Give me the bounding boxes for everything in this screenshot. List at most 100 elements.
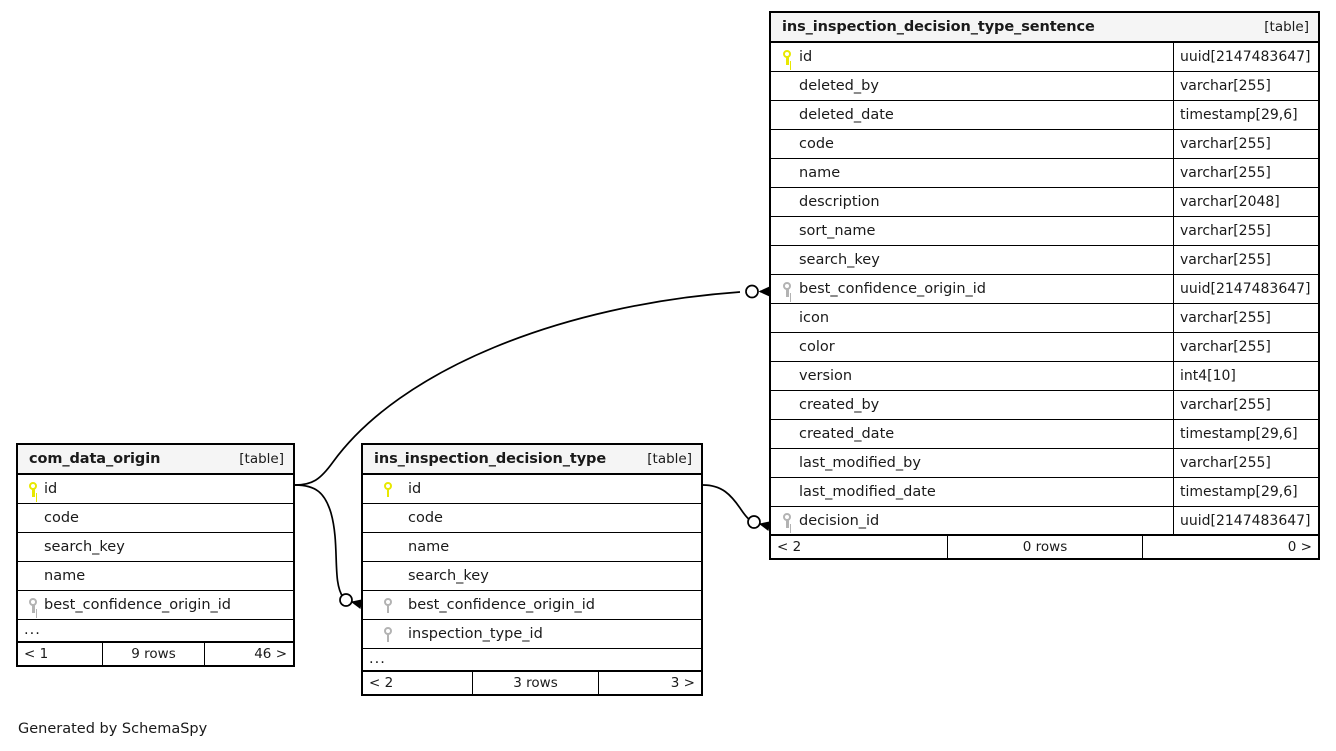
column-type: varchar[255] <box>1173 159 1318 187</box>
column-name: sort_name <box>799 223 876 239</box>
edge-origin-id-to-decision-type-best-confidence-origin-id <box>294 484 363 609</box>
column-type: varchar[255] <box>1173 72 1318 100</box>
column-name-cell: deleted_by <box>771 72 1173 100</box>
column-type: uuid[2147483647] <box>1173 275 1318 303</box>
column-type: varchar[255] <box>1173 391 1318 419</box>
table-row[interactable]: best_confidence_origin_id <box>18 591 293 620</box>
column-type: varchar[255] <box>1173 217 1318 245</box>
column-name-cell: best_confidence_origin_id <box>18 591 293 619</box>
column-name: id <box>44 481 58 497</box>
table-row[interactable]: deleted_date timestamp[29,6] <box>771 101 1318 130</box>
footer-prev-link[interactable]: < 2 <box>777 539 802 555</box>
edge-endpoint-circle <box>745 284 759 299</box>
column-name-cell: id <box>18 475 293 503</box>
table-row[interactable]: search_key <box>18 533 293 562</box>
column-name: search_key <box>799 252 880 268</box>
column-name-cell: best_confidence_origin_id <box>363 591 701 619</box>
column-name-cell: description <box>771 188 1173 216</box>
column-name-cell: id <box>363 475 701 503</box>
footer-row-count: 9 rows <box>102 643 205 665</box>
column-name: id <box>408 481 422 497</box>
column-name-cell: code <box>18 504 293 532</box>
table-row[interactable]: best_confidence_origin_id <box>363 591 701 620</box>
column-name: last_modified_by <box>799 455 921 471</box>
table-title: com_data_origin <box>29 451 161 467</box>
column-name: description <box>799 194 880 210</box>
table-row[interactable]: version int4[10] <box>771 362 1318 391</box>
table-column-list: id uuid[2147483647] deleted_by varchar[2… <box>771 43 1318 536</box>
column-name: deleted_date <box>799 107 894 123</box>
column-name-cell: inspection_type_id <box>363 620 701 648</box>
column-type: varchar[255] <box>1173 304 1318 332</box>
table-row[interactable]: code <box>18 504 293 533</box>
table-ins-inspection-decision-type[interactable]: ins_inspection_decision_type [table] id … <box>361 443 703 696</box>
table-kind-label: [table] <box>239 451 284 467</box>
table-row[interactable]: color varchar[255] <box>771 333 1318 362</box>
generated-by-credit: Generated by SchemaSpy <box>18 721 208 737</box>
column-type: uuid[2147483647] <box>1173 507 1318 534</box>
column-name: search_key <box>44 539 125 555</box>
more-columns-ellipsis: ... <box>18 620 293 643</box>
table-com-data-origin[interactable]: com_data_origin [table] id code search <box>16 443 295 667</box>
table-ins-inspection-decision-type-sentence[interactable]: ins_inspection_decision_type_sentence [t… <box>769 11 1320 560</box>
table-row[interactable]: name varchar[255] <box>771 159 1318 188</box>
column-name: id <box>799 49 813 65</box>
column-name-cell: last_modified_by <box>771 449 1173 477</box>
column-name-cell: decision_id <box>771 507 1173 534</box>
footer-next-link[interactable]: 46 > <box>254 646 287 662</box>
table-row[interactable]: last_modified_date timestamp[29,6] <box>771 478 1318 507</box>
table-row[interactable]: best_confidence_origin_id uuid[214748364… <box>771 275 1318 304</box>
table-header: com_data_origin [table] <box>18 445 293 475</box>
column-name-cell: name <box>771 159 1173 187</box>
edge-decision-type-id-to-sentence-decision-id <box>702 484 771 531</box>
table-footer: < 1 9 rows 46 > <box>18 643 293 665</box>
column-type: varchar[255] <box>1173 449 1318 477</box>
table-row[interactable]: sort_name varchar[255] <box>771 217 1318 246</box>
table-row[interactable]: id <box>363 475 701 504</box>
table-row[interactable]: search_key <box>363 562 701 591</box>
column-type: timestamp[29,6] <box>1173 478 1318 506</box>
table-row[interactable]: created_date timestamp[29,6] <box>771 420 1318 449</box>
table-row[interactable]: decision_id uuid[2147483647] <box>771 507 1318 536</box>
column-name-cell: name <box>18 562 293 590</box>
table-footer: < 2 3 rows 3 > <box>363 672 701 694</box>
footer-prev-link[interactable]: < 1 <box>24 646 49 662</box>
column-name: best_confidence_origin_id <box>799 281 987 297</box>
table-title: ins_inspection_decision_type <box>374 451 607 467</box>
column-name-cell: created_by <box>771 391 1173 419</box>
column-name: version <box>799 368 853 384</box>
table-row[interactable]: description varchar[2048] <box>771 188 1318 217</box>
column-name-cell: code <box>363 504 701 532</box>
footer-row-count: 0 rows <box>947 536 1143 558</box>
column-name-cell: best_confidence_origin_id <box>771 275 1173 303</box>
table-row[interactable]: icon varchar[255] <box>771 304 1318 333</box>
column-name-cell: sort_name <box>771 217 1173 245</box>
table-row[interactable]: name <box>363 533 701 562</box>
table-header: ins_inspection_decision_type [table] <box>363 445 701 475</box>
column-name: deleted_by <box>799 78 879 94</box>
column-type: timestamp[29,6] <box>1173 420 1318 448</box>
footer-next-link[interactable]: 3 > <box>670 675 695 691</box>
column-name: last_modified_date <box>799 484 936 500</box>
column-type: varchar[2048] <box>1173 188 1318 216</box>
table-row[interactable]: name <box>18 562 293 591</box>
table-row[interactable]: id uuid[2147483647] <box>771 43 1318 72</box>
column-name-cell: last_modified_date <box>771 478 1173 506</box>
table-row[interactable]: deleted_by varchar[255] <box>771 72 1318 101</box>
table-row[interactable]: code <box>363 504 701 533</box>
table-row[interactable]: code varchar[255] <box>771 130 1318 159</box>
table-row[interactable]: search_key varchar[255] <box>771 246 1318 275</box>
column-name-cell: search_key <box>771 246 1173 274</box>
foreign-key-icon <box>775 281 799 297</box>
column-name: created_by <box>799 397 880 413</box>
column-name: search_key <box>408 568 489 584</box>
footer-prev-link[interactable]: < 2 <box>369 675 394 691</box>
column-name: name <box>408 539 450 555</box>
table-row[interactable]: created_by varchar[255] <box>771 391 1318 420</box>
footer-next-link[interactable]: 0 > <box>1287 539 1312 555</box>
column-name-cell: created_date <box>771 420 1173 448</box>
table-row[interactable]: inspection_type_id <box>363 620 701 649</box>
table-row[interactable]: last_modified_by varchar[255] <box>771 449 1318 478</box>
table-row[interactable]: id <box>18 475 293 504</box>
primary-key-icon <box>367 481 408 497</box>
